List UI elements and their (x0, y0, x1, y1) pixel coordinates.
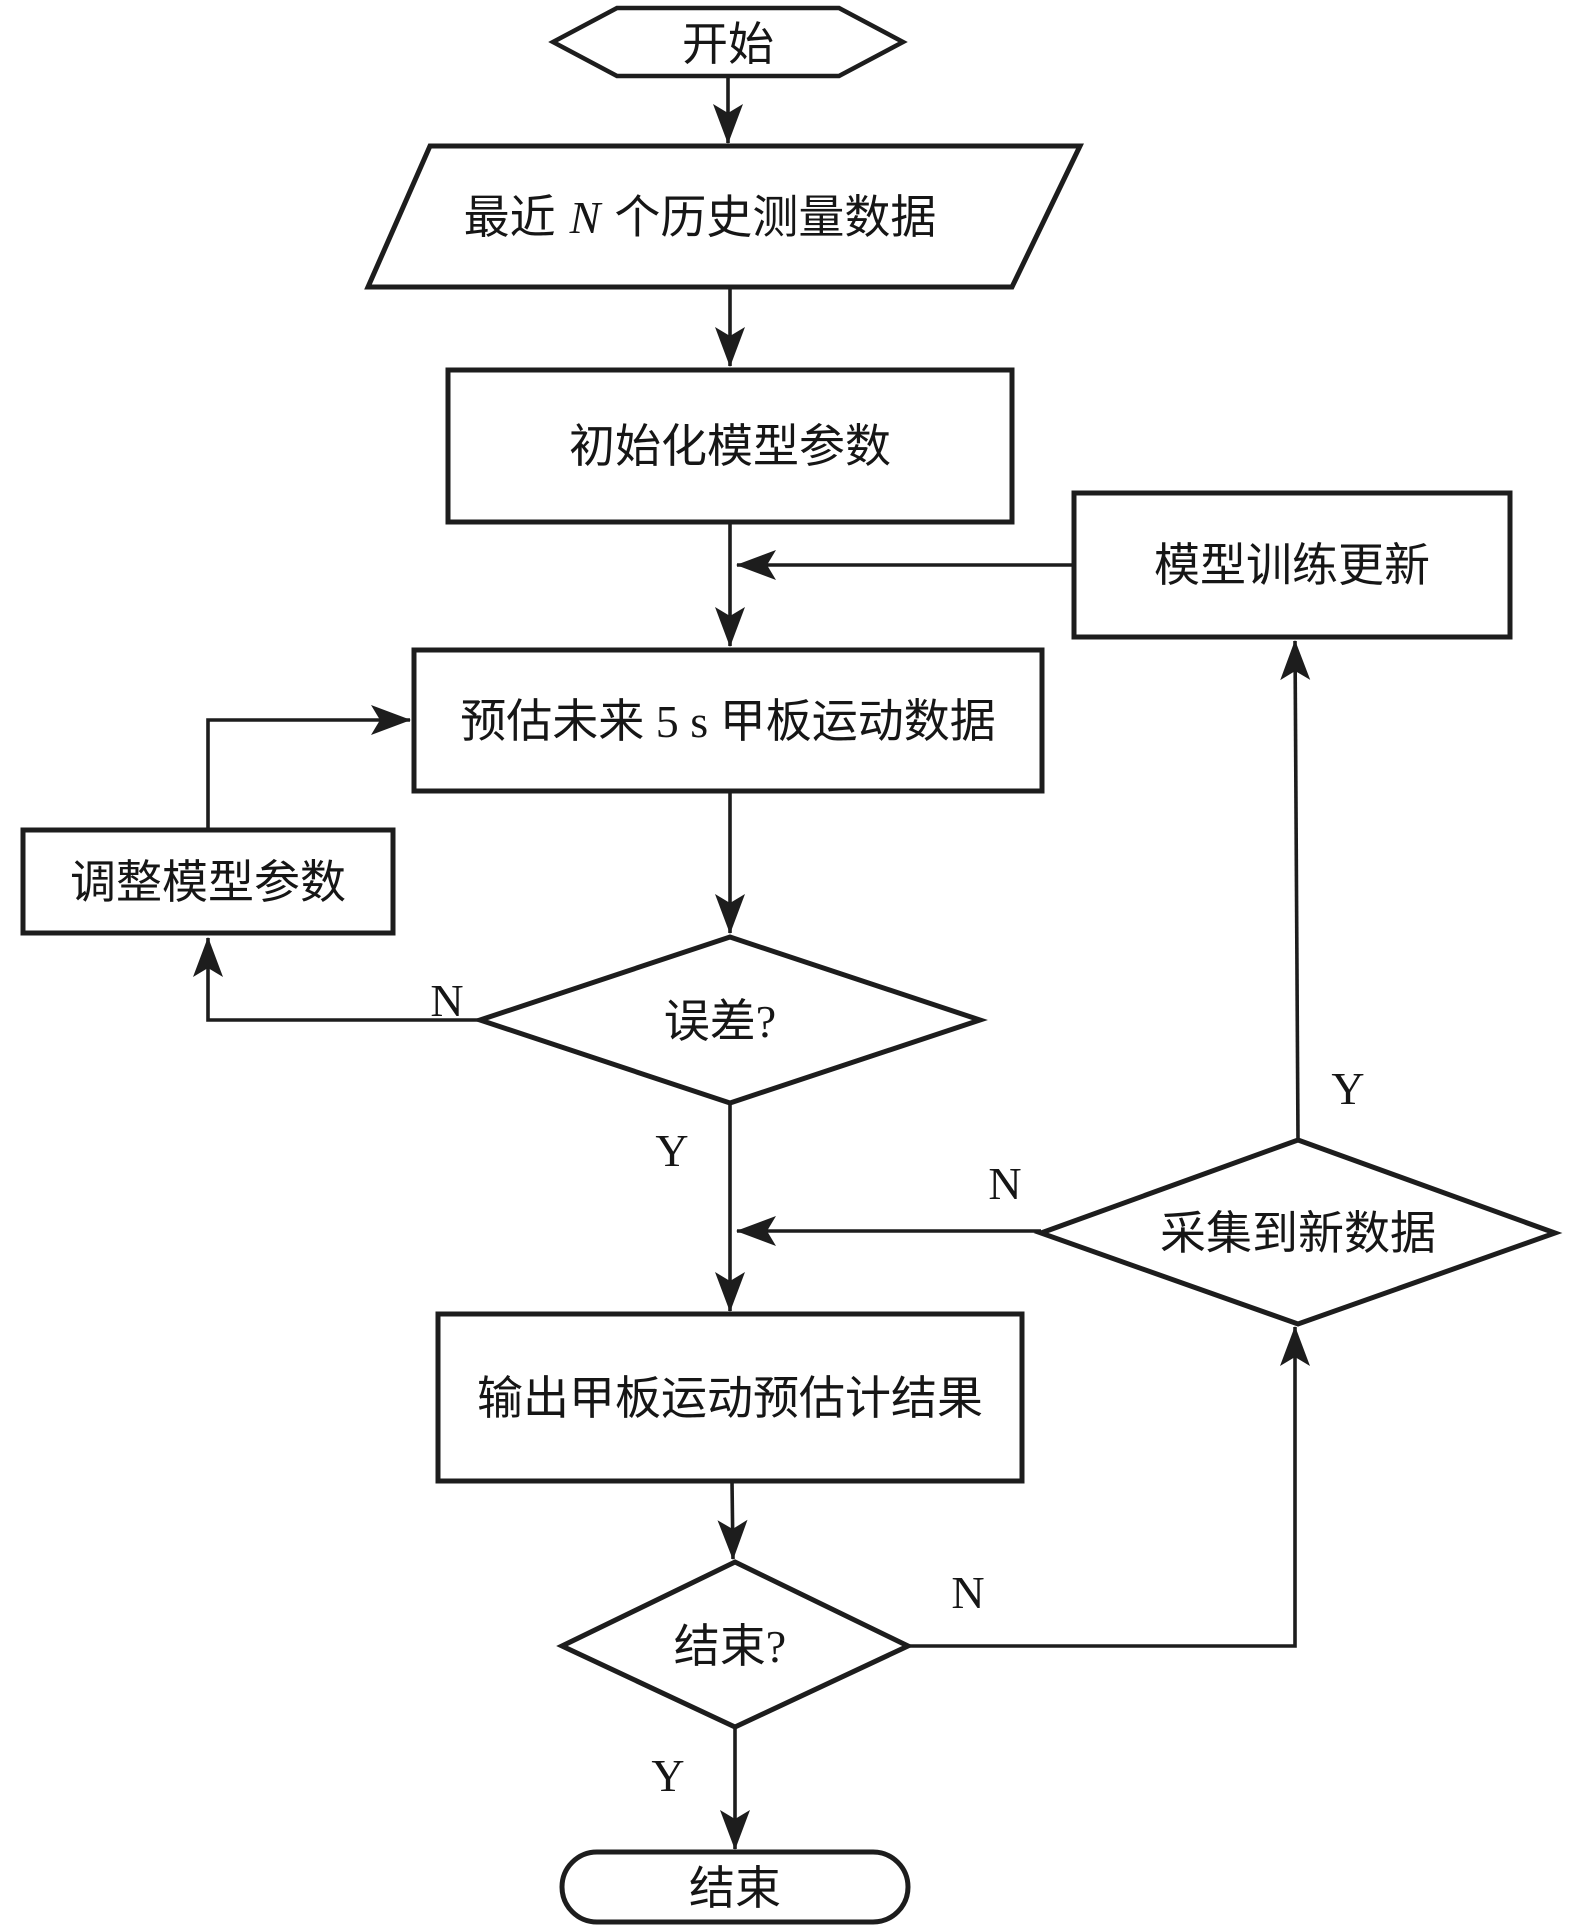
edge-adjust-to-predict (206, 705, 411, 830)
branch-label-error-no: N (430, 975, 463, 1026)
error-decision-node-label: 误差? (664, 996, 776, 1047)
end-node (559, 1849, 911, 1925)
edge-finish-no-to-newdata (908, 1326, 1310, 1648)
branch-label-error-yes: Y (655, 1125, 688, 1176)
init-params-node-label: 初始化模型参数 (569, 421, 891, 472)
branch-label-finish-yes: Y (651, 1750, 684, 1801)
start-node (548, 5, 908, 79)
adjust-params-node-label: 调整模型参数 (70, 857, 346, 908)
model-train-node (1071, 490, 1513, 640)
predict-node (411, 647, 1045, 794)
input-label-suffix: 个历史测量数据 (614, 192, 936, 243)
input-data-node (364, 143, 1084, 290)
predict-node-label: 预估未来 5 s 甲板运动数据 (460, 696, 995, 747)
branch-label-newdata-no: N (988, 1158, 1021, 1209)
end-node-label: 结束 (689, 1863, 781, 1914)
input-label-variable: N (569, 192, 603, 243)
branch-label-finish-no: N (951, 1567, 984, 1618)
finish-decision-node-label: 结束? (674, 1621, 786, 1672)
branch-label-newdata-yes: Y (1331, 1063, 1364, 1114)
error-decision-node (472, 934, 988, 1106)
edge-newdata-yes-to-train (1280, 640, 1311, 1141)
adjust-params-node (20, 827, 396, 936)
new-data-decision-node (1033, 1137, 1563, 1327)
edge-output-to-finish (717, 1480, 748, 1560)
edge-error-no-to-adjust (193, 937, 480, 1022)
output-result-node (435, 1311, 1025, 1484)
model-train-node-label: 模型训练更新 (1154, 540, 1430, 591)
start-node-label: 开始 (682, 19, 774, 70)
input-label-prefix: 最近 (464, 192, 556, 243)
new-data-decision-node-label: 采集到新数据 (1160, 1208, 1436, 1259)
finish-decision-node (556, 1559, 914, 1730)
init-params-node (445, 367, 1015, 525)
output-result-node-label: 输出甲板运动预估计结果 (477, 1373, 983, 1424)
